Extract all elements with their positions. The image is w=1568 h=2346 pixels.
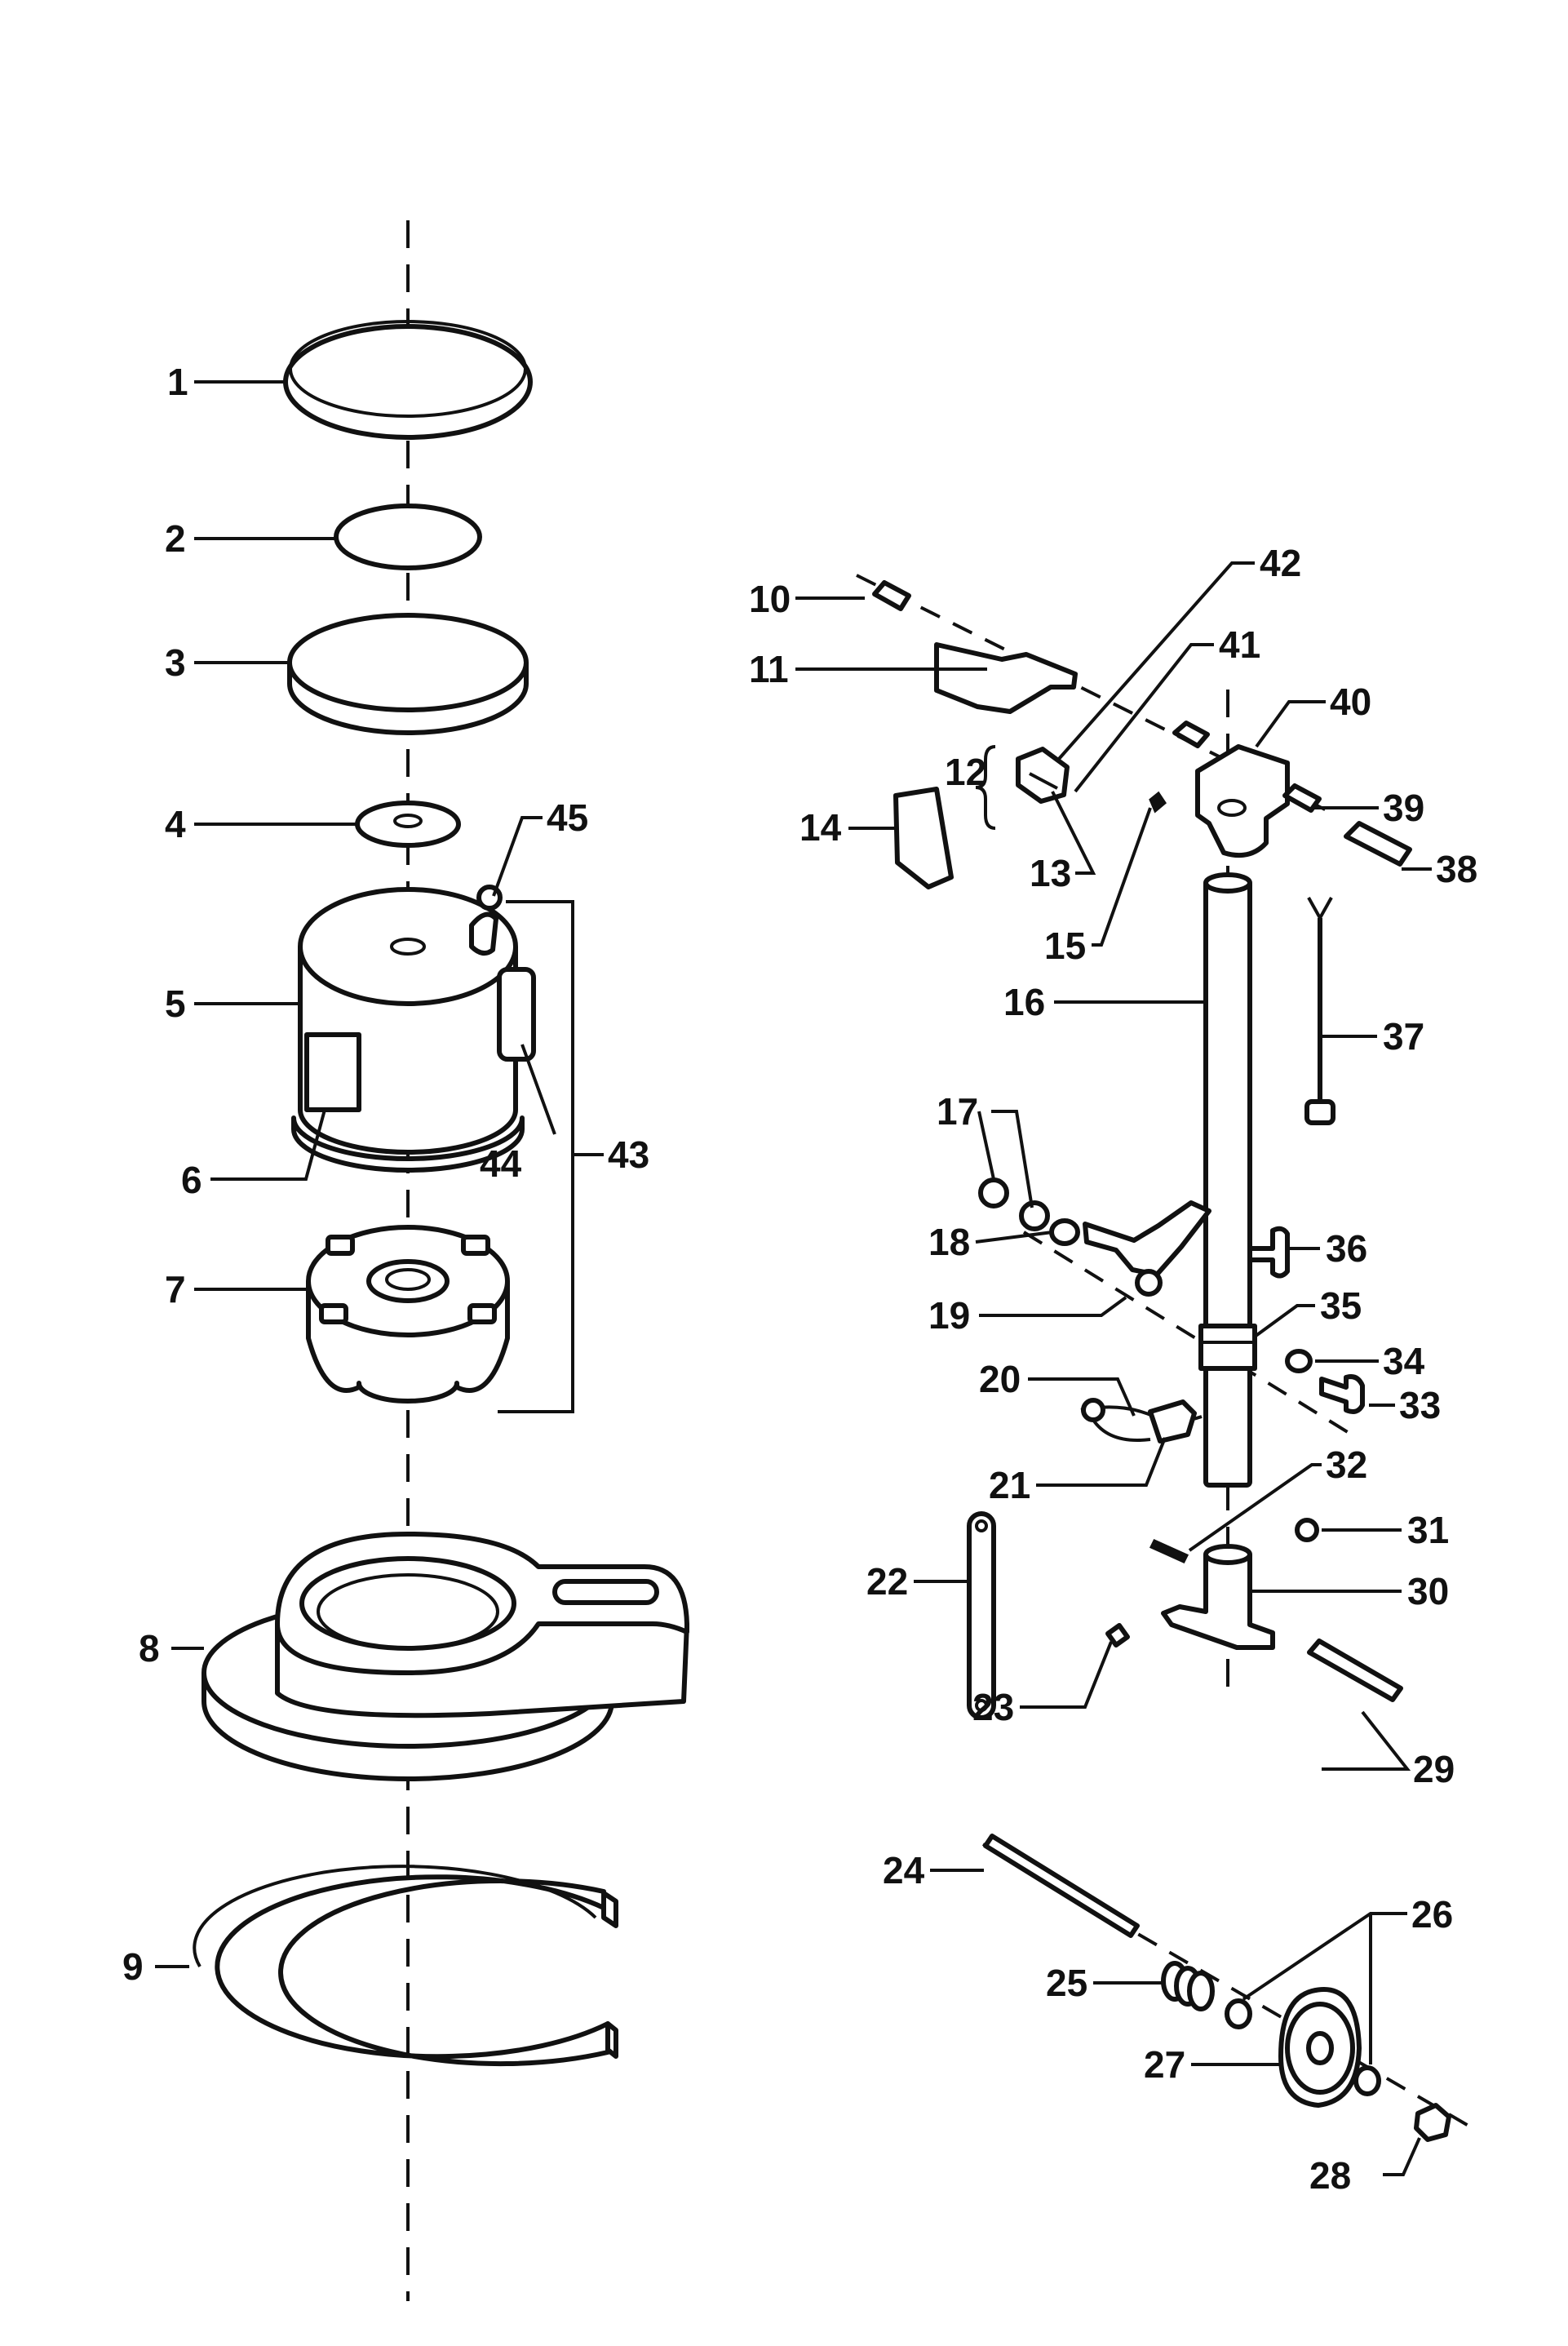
- label-40: 40: [1330, 681, 1371, 723]
- label-29: 29: [1413, 1748, 1455, 1790]
- part-20-21-cable-clip: [1080, 1398, 1203, 1444]
- label-2: 2: [165, 517, 186, 560]
- label-24: 24: [883, 1849, 925, 1891]
- part-29-pin: [1307, 1639, 1403, 1702]
- label-9: 9: [122, 1945, 144, 1988]
- label-17: 17: [937, 1090, 978, 1133]
- part-17-nuts: [978, 1177, 1050, 1231]
- part-33-bolt: [1319, 1374, 1365, 1414]
- part-2-disc: [334, 503, 482, 570]
- part-7-base-casting: [306, 1225, 510, 1404]
- label-11: 11: [749, 648, 789, 690]
- part-18-washer: [1049, 1218, 1080, 1246]
- label-43: 43: [608, 1133, 649, 1176]
- label-37: 37: [1383, 1015, 1424, 1058]
- part-14-plate: [893, 787, 954, 889]
- part-3-plate: [287, 613, 529, 735]
- part-16-tube: [1198, 872, 1257, 1488]
- part-31-nut: [1295, 1518, 1319, 1542]
- part-26-washer-a: [1225, 1998, 1252, 2029]
- label-27: 27: [1144, 2043, 1185, 2086]
- part-19-arm: [1083, 1200, 1211, 1297]
- label-13: 13: [1030, 852, 1071, 894]
- part-22-link: [967, 1511, 996, 1720]
- label-38: 38: [1436, 848, 1477, 890]
- label-28: 28: [1309, 2154, 1351, 2197]
- label-31: 31: [1407, 1509, 1449, 1551]
- part-36-knob: [1247, 1226, 1290, 1279]
- right-assembly: [856, 574, 1470, 2142]
- label-30: 30: [1407, 1570, 1449, 1612]
- label-44: 44: [480, 1142, 522, 1185]
- label-7: 7: [165, 1268, 186, 1310]
- label-35: 35: [1320, 1284, 1362, 1327]
- right-leaders: [795, 561, 1432, 2176]
- label-45: 45: [547, 796, 588, 839]
- label-8: 8: [139, 1627, 160, 1670]
- part-28-nut: [1414, 2103, 1451, 2142]
- label-3: 3: [165, 641, 186, 684]
- label-15: 15: [1044, 925, 1086, 967]
- label-39: 39: [1383, 787, 1424, 829]
- part-37-rod: [1304, 897, 1335, 1125]
- part-27-wheel: [1278, 1987, 1362, 2108]
- leader-45: [492, 816, 543, 897]
- part-11-link-bar: [934, 642, 1078, 714]
- part-6-label-plate: [304, 1032, 361, 1112]
- left-leaders: [155, 380, 604, 1968]
- label-14: 14: [800, 806, 842, 849]
- label-19: 19: [928, 1294, 970, 1337]
- label-26: 26: [1411, 1893, 1453, 1936]
- part-30-bracket: [1161, 1544, 1275, 1650]
- part-35-collar: [1198, 1324, 1257, 1371]
- label-22: 22: [866, 1560, 908, 1603]
- label-34: 34: [1383, 1340, 1425, 1382]
- part-44-gasket: [291, 1115, 525, 1173]
- label-41: 41: [1219, 623, 1260, 666]
- part-38-pin: [1344, 821, 1412, 867]
- part-40-yoke: [1195, 744, 1290, 858]
- label-21: 21: [989, 1464, 1030, 1506]
- label-12: 12: [945, 751, 986, 793]
- part-8-platform: [202, 1532, 689, 1781]
- part-12-13-clip: [1016, 747, 1070, 804]
- part-labels: 1 2 3 4 5 6 7 8 9 43 44 45 10 11 12 13 1…: [122, 361, 1477, 2197]
- label-42: 42: [1260, 542, 1301, 584]
- part-4-washer: [355, 800, 461, 848]
- label-18: 18: [928, 1221, 970, 1263]
- label-5: 5: [165, 982, 186, 1025]
- part-5-motor-housing: [291, 885, 536, 1173]
- label-20: 20: [979, 1358, 1021, 1400]
- label-16: 16: [1003, 981, 1045, 1023]
- label-33: 33: [1399, 1384, 1441, 1426]
- part-25-spring: [1161, 1961, 1215, 2011]
- part-15-screw: [1149, 791, 1167, 814]
- label-23: 23: [972, 1686, 1014, 1728]
- label-6: 6: [181, 1159, 202, 1201]
- left-assembly: [193, 220, 689, 2301]
- part-32-pin: [1149, 1539, 1189, 1563]
- part-1-ring: [283, 320, 533, 440]
- label-1: 1: [167, 361, 188, 403]
- part-39-pin: [1282, 783, 1322, 813]
- part-34-washer: [1285, 1349, 1313, 1373]
- label-10: 10: [749, 578, 791, 620]
- part-23-screw: [1105, 1623, 1130, 1648]
- part-10-pin: [872, 580, 911, 611]
- leader-44: [520, 1044, 556, 1135]
- label-32: 32: [1326, 1444, 1367, 1486]
- label-4: 4: [165, 803, 186, 845]
- part-24-rod: [983, 1834, 1140, 1938]
- part-9-split-ring: [193, 1865, 618, 2067]
- label-36: 36: [1326, 1227, 1367, 1270]
- part-26-washer-b: [1353, 2065, 1381, 2096]
- label-25: 25: [1046, 1962, 1087, 2004]
- bracket-43: [498, 900, 574, 1413]
